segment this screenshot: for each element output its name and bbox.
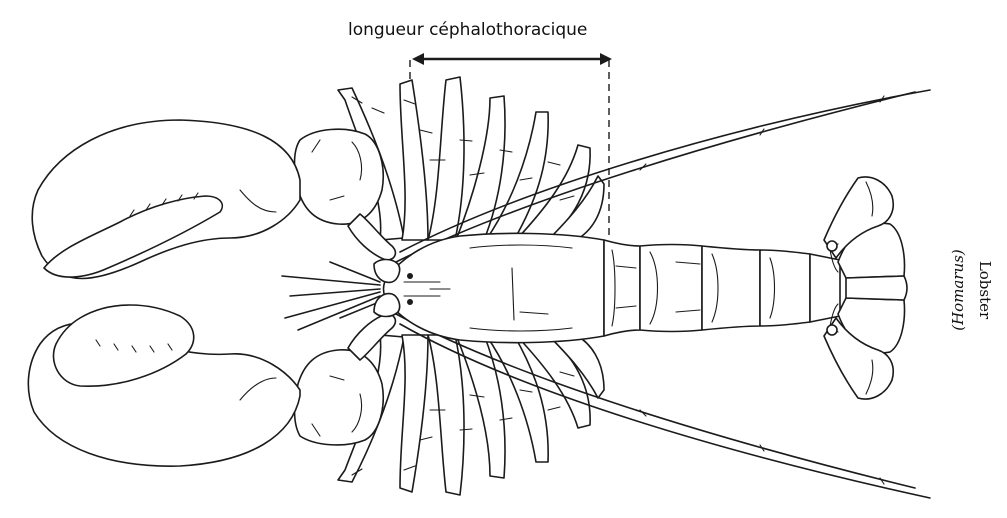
caption-common: Lobster xyxy=(976,261,994,320)
carapace xyxy=(374,233,604,342)
caption-genus: (Homarus) xyxy=(949,249,967,331)
claw-upper xyxy=(32,120,300,279)
claw-lower xyxy=(28,305,300,466)
claw-arm-upper xyxy=(295,129,396,260)
measurement-arrow xyxy=(412,53,612,65)
measurement-label: longueur céphalothoracique xyxy=(348,20,587,40)
caption: (Homarus) xyxy=(949,249,967,331)
antennules xyxy=(282,262,384,330)
caption-common-name: Lobster xyxy=(976,261,994,320)
abdomen xyxy=(604,240,840,336)
claw-arm-lower xyxy=(295,314,396,445)
